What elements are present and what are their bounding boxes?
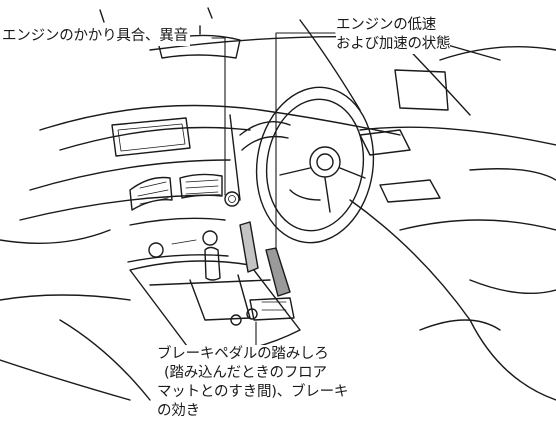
passenger-seat (419, 168, 556, 331)
brake-line-2: (踏み込んだときのフロア (164, 365, 327, 381)
brake-label: ブレーキペダルの踏みしろ (踏み込んだときのフロア マットとのすき間)、ブレーキ… (157, 345, 348, 421)
brake-line-1: ブレーキペダルの踏みしろ (157, 346, 329, 362)
climate-controls (127, 217, 229, 263)
brake-pedal (239, 221, 291, 297)
engine-speed-line-1: エンジンの低速 (336, 17, 437, 33)
engine-speed-label: エンジンの低速 および加速の状態 (336, 16, 451, 54)
leader-lines (211, 32, 336, 356)
dashboard (19, 104, 401, 221)
air-vents (129, 173, 223, 211)
steering-wheel (255, 86, 375, 244)
right-door (349, 126, 556, 401)
instrument-cluster (239, 121, 291, 151)
engine-noise-label: エンジンのかかり具合、異音 (2, 27, 190, 46)
center-display (111, 117, 191, 157)
brake-line-3: マットとのすき間)、ブレーキ (157, 384, 349, 400)
engine-speed-line-2: および加速の状態 (336, 36, 451, 52)
side-window (394, 45, 556, 111)
engine-noise-text: エンジンのかかり具合、異音 (2, 28, 188, 44)
left-door (0, 229, 151, 401)
engine-start-button (224, 191, 240, 207)
brake-line-4: の効き (157, 403, 200, 419)
